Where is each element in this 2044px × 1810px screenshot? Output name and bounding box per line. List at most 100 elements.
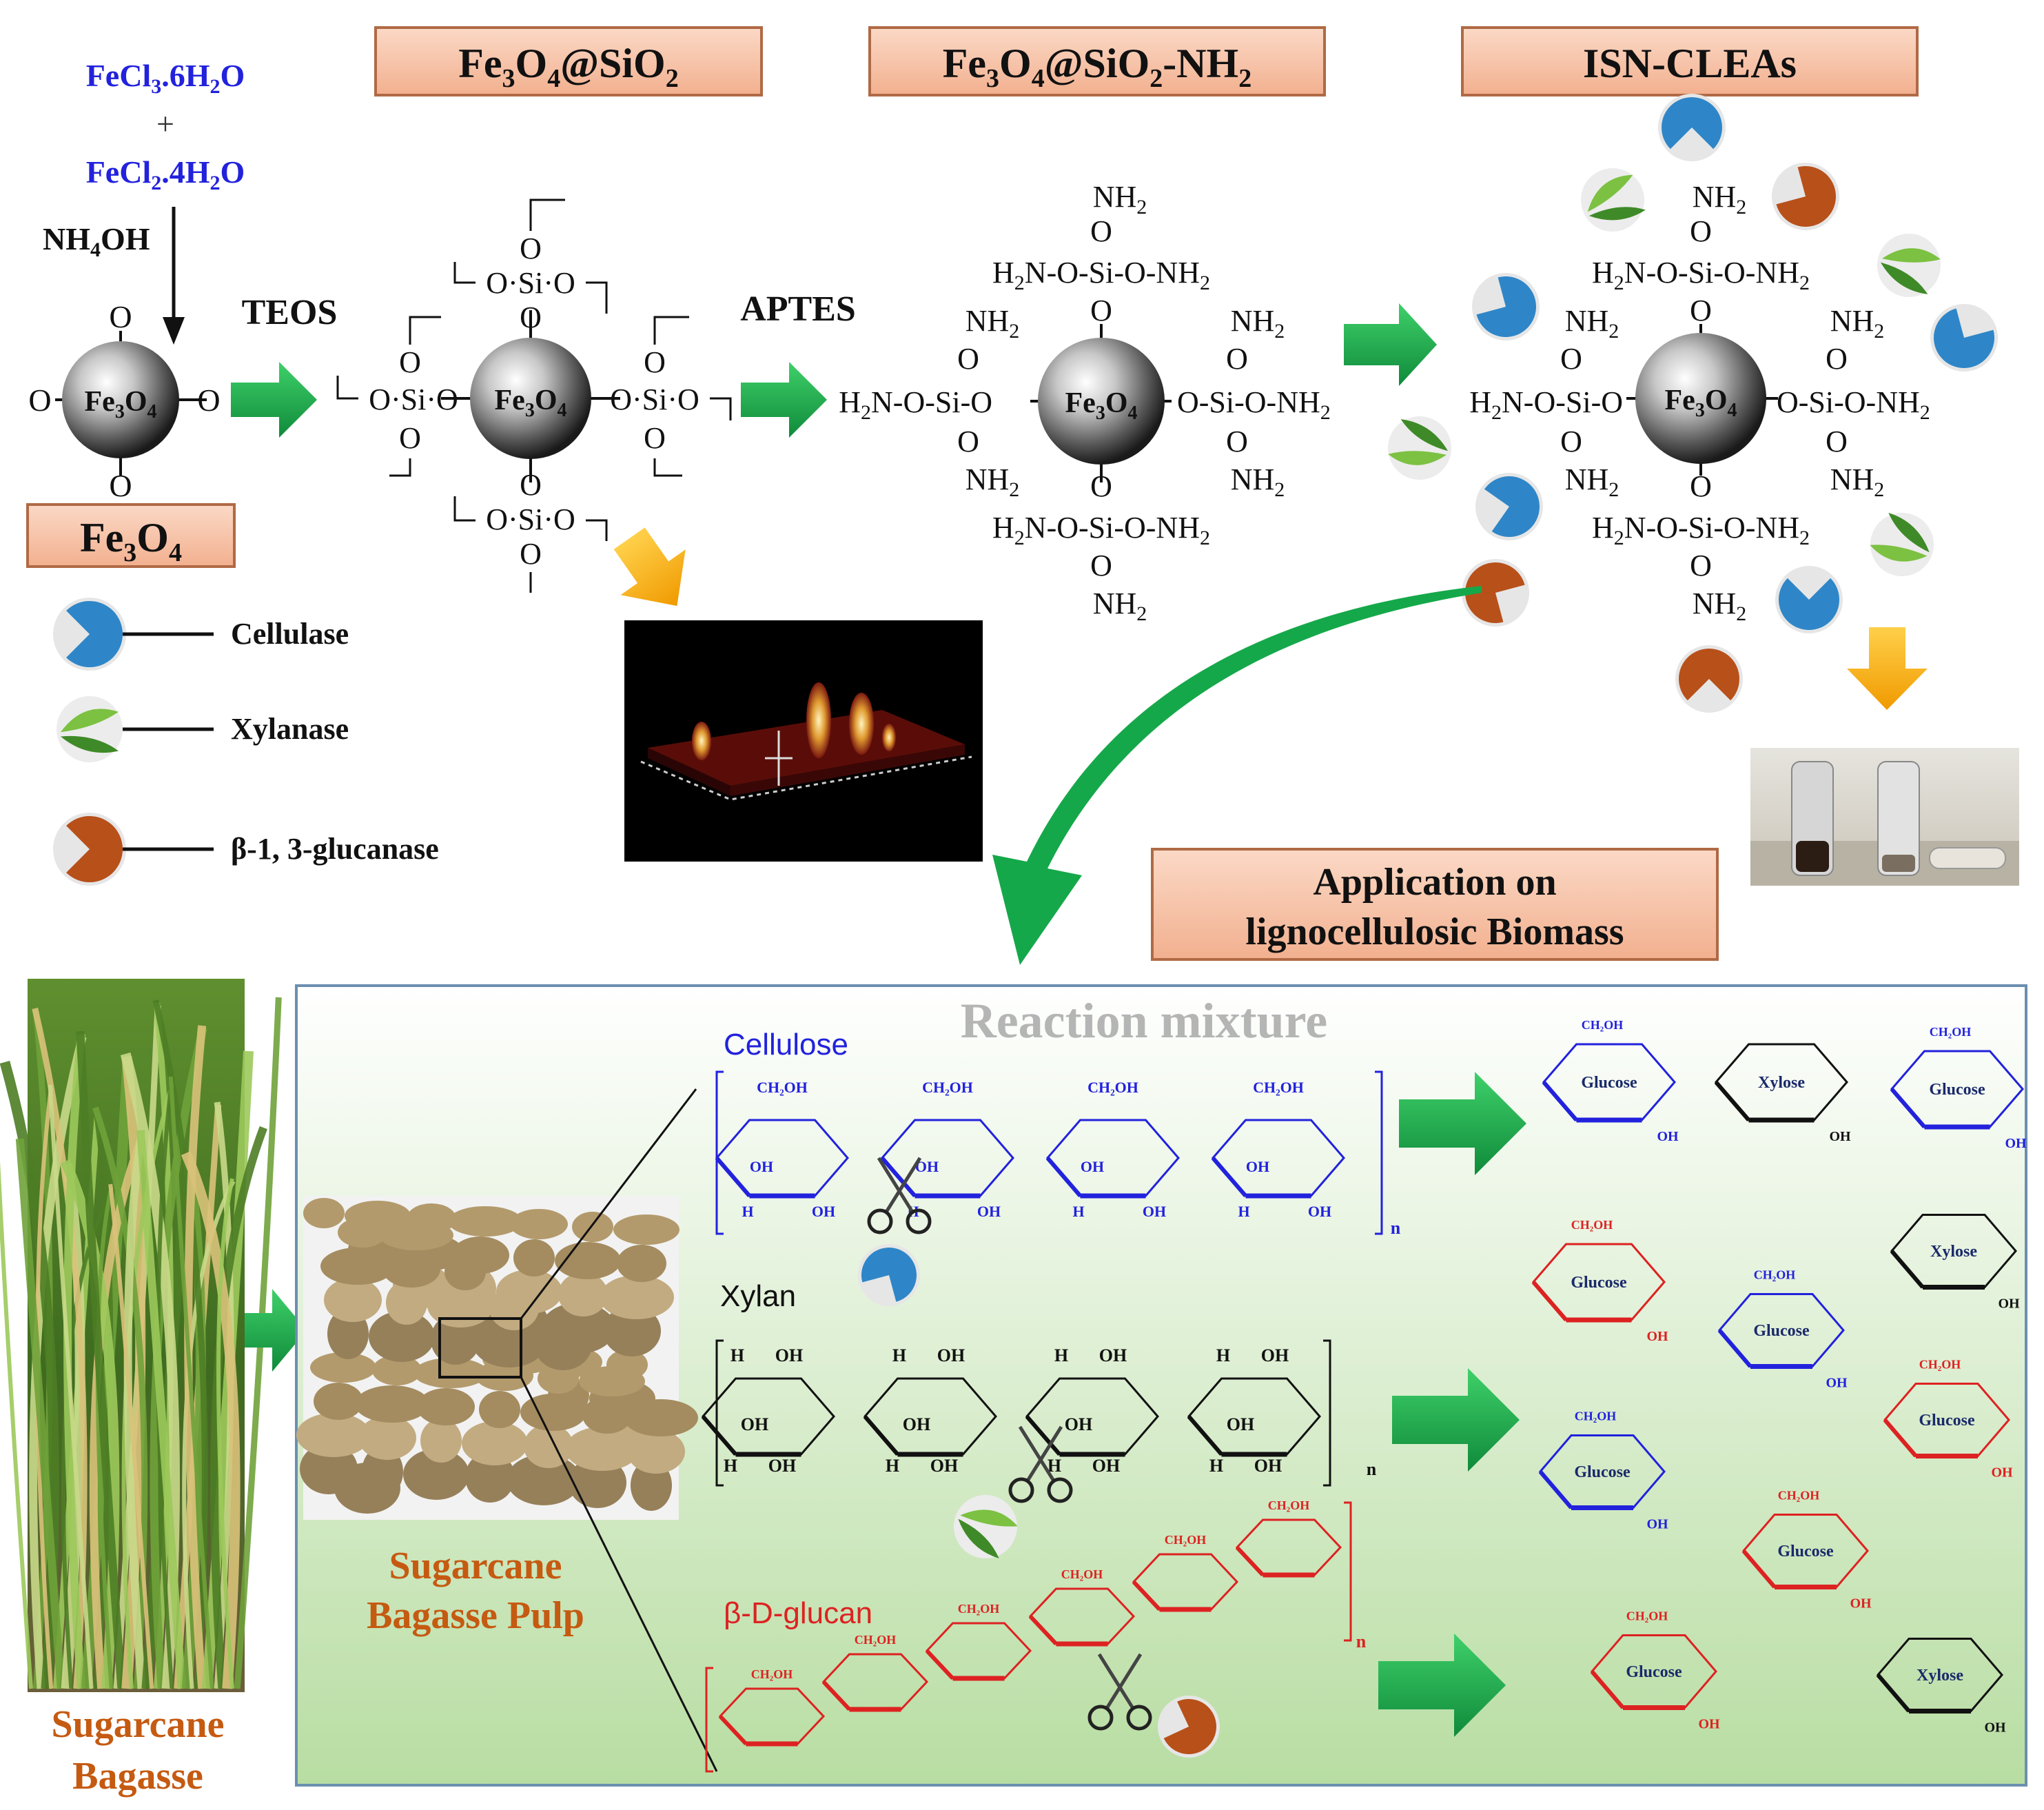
svg-text:O: O [399, 421, 421, 455]
pulp-fiber [338, 1217, 387, 1248]
ch2oh-label: CH₂OH [855, 1633, 896, 1647]
svg-text:O·Si·O: O·Si·O [610, 383, 699, 416]
oh-label: OH [1646, 1517, 1668, 1532]
arrow-cellulose-products [1399, 1072, 1526, 1175]
cellulase-icon [53, 598, 126, 671]
afm-3d-image [624, 620, 983, 862]
glucan-ring: CH₂OH [821, 1633, 929, 1712]
pulp-fiber [534, 1319, 592, 1370]
svg-text:O: O [957, 342, 979, 376]
oh-label: OH [775, 1345, 803, 1365]
xylose-label: Xylose [1930, 1243, 1977, 1261]
svg-text:NH2: NH2 [1693, 180, 1747, 218]
pulp-fiber [334, 1463, 400, 1514]
sugarcane-label-line1: Sugarcane [52, 1703, 225, 1746]
scissors-icon [867, 1157, 932, 1234]
ch2oh-label: CH₂OH [1571, 1218, 1613, 1232]
cellulase-icon [858, 1244, 920, 1306]
glucanase-icon [1772, 163, 1839, 230]
arrow-teos [231, 362, 317, 438]
svg-text:H2N-O-Si-O: H2N-O-Si-O [1469, 385, 1623, 424]
ch2oh-label: CH₂OH [1919, 1358, 1961, 1372]
pulp-label-line2: Bagasse Pulp [367, 1594, 584, 1637]
svg-text:O: O [644, 421, 666, 455]
h-label: H [892, 1345, 906, 1365]
svg-text:H2N-O-Si-O-NH2: H2N-O-Si-O-NH2 [1592, 511, 1810, 549]
svg-text:O: O [1690, 549, 1712, 582]
svg-text:NH2: NH2 [1565, 462, 1619, 501]
h-label: H [1072, 1203, 1084, 1220]
svg-text:NH2: NH2 [965, 304, 1020, 343]
title-box-fe3o4-sio2: Fe3O4@SiO2 [374, 26, 763, 96]
svg-text:O: O [520, 468, 542, 502]
svg-text:O-Si-O-NH2: O-Si-O-NH2 [1777, 385, 1930, 424]
oh-label: OH [903, 1414, 930, 1434]
xylanase-icon [57, 696, 123, 762]
svg-text:O: O [520, 301, 542, 334]
xylan-bracket-right [1323, 1339, 1331, 1487]
ch2oh-label: CH₂OH [1268, 1498, 1309, 1512]
oh-label: OH [1254, 1456, 1282, 1476]
grass-blade [168, 1076, 214, 1689]
arrow-glucan-products [1378, 1634, 1506, 1737]
ch2oh-label: CH₂OH [1582, 1018, 1623, 1032]
oh-label: OH [930, 1456, 958, 1476]
svg-text:+: + [156, 106, 174, 141]
pulp-fiber [427, 1283, 493, 1328]
oh-label: OH [1829, 1129, 1851, 1144]
fe3o4-bare-particle: Fe3O4 O O O O [28, 299, 220, 503]
pulp-fiber [472, 1316, 546, 1367]
glucan-ring: CH₂OH [718, 1667, 826, 1747]
glucanase-icon [1158, 1696, 1220, 1758]
grass-blade [48, 1084, 94, 1689]
cellulase-icon [1775, 566, 1843, 633]
svg-text:O: O [644, 345, 666, 379]
polysaccharide-chains: CH₂OHOHOHHCH₂OHOHOHHCH₂OHOHOHHCH₂OHOHOHH… [701, 1018, 2027, 1773]
glucose-label: Glucose [1581, 1074, 1637, 1092]
svg-text:O: O [1226, 342, 1248, 376]
svg-text:O: O [520, 537, 542, 571]
oh-label: OH [1826, 1376, 1848, 1391]
reagent-teos: TEOS [242, 293, 338, 332]
oh-label: OH [1246, 1158, 1269, 1175]
pulp-fiber [479, 1391, 520, 1428]
pulp-fiber [582, 1396, 632, 1434]
arrow-to-pulp [245, 1289, 307, 1372]
glucan-ring: CH₂OH [925, 1602, 1032, 1681]
oh-label: OH [750, 1158, 773, 1175]
xylanase-icon [1870, 513, 1934, 576]
ch2oh-label: CH₂OH [922, 1079, 973, 1096]
svg-text:NH2: NH2 [1693, 587, 1747, 625]
glucose-label: Glucose [1626, 1663, 1682, 1681]
oh-label: OH [1143, 1203, 1166, 1220]
oh-label: OH [1984, 1720, 2006, 1736]
glucanase-icon [53, 813, 126, 886]
svg-text:O-Si-O-NH2: O-Si-O-NH2 [1177, 385, 1331, 424]
isn-cleas-particle: Fe3O4 NH2 O H2N-O-Si-O-NH2 O O H2N-O-Si-… [1469, 180, 1930, 625]
pulp-fiber [372, 1355, 422, 1385]
pulp-fiber [369, 1311, 435, 1362]
glucose-label: Glucose [1753, 1322, 1810, 1340]
oh-label: OH [1991, 1465, 2013, 1481]
pulp-fiber [579, 1366, 645, 1396]
svg-text:Fe3O4: Fe3O4 [495, 385, 567, 421]
glucose-label: Glucose [1574, 1463, 1631, 1481]
glucose-ring: Glucose CH₂OH OH [1542, 1018, 1679, 1144]
vials-photo [1750, 748, 2019, 886]
glucan-ring: CH₂OH [1028, 1567, 1136, 1647]
svg-text:NH2: NH2 [1231, 304, 1285, 343]
pulp-fiber [310, 1352, 376, 1383]
legend-label: Xylanase [231, 712, 349, 746]
application-box: Application on lignocellulosic Biomass [1151, 848, 1719, 961]
oh-label: OH [1657, 1129, 1679, 1144]
arrow-xylan-products [1392, 1368, 1520, 1472]
svg-text:O·Si·O: O·Si·O [486, 266, 575, 300]
h-label: H [724, 1456, 737, 1476]
